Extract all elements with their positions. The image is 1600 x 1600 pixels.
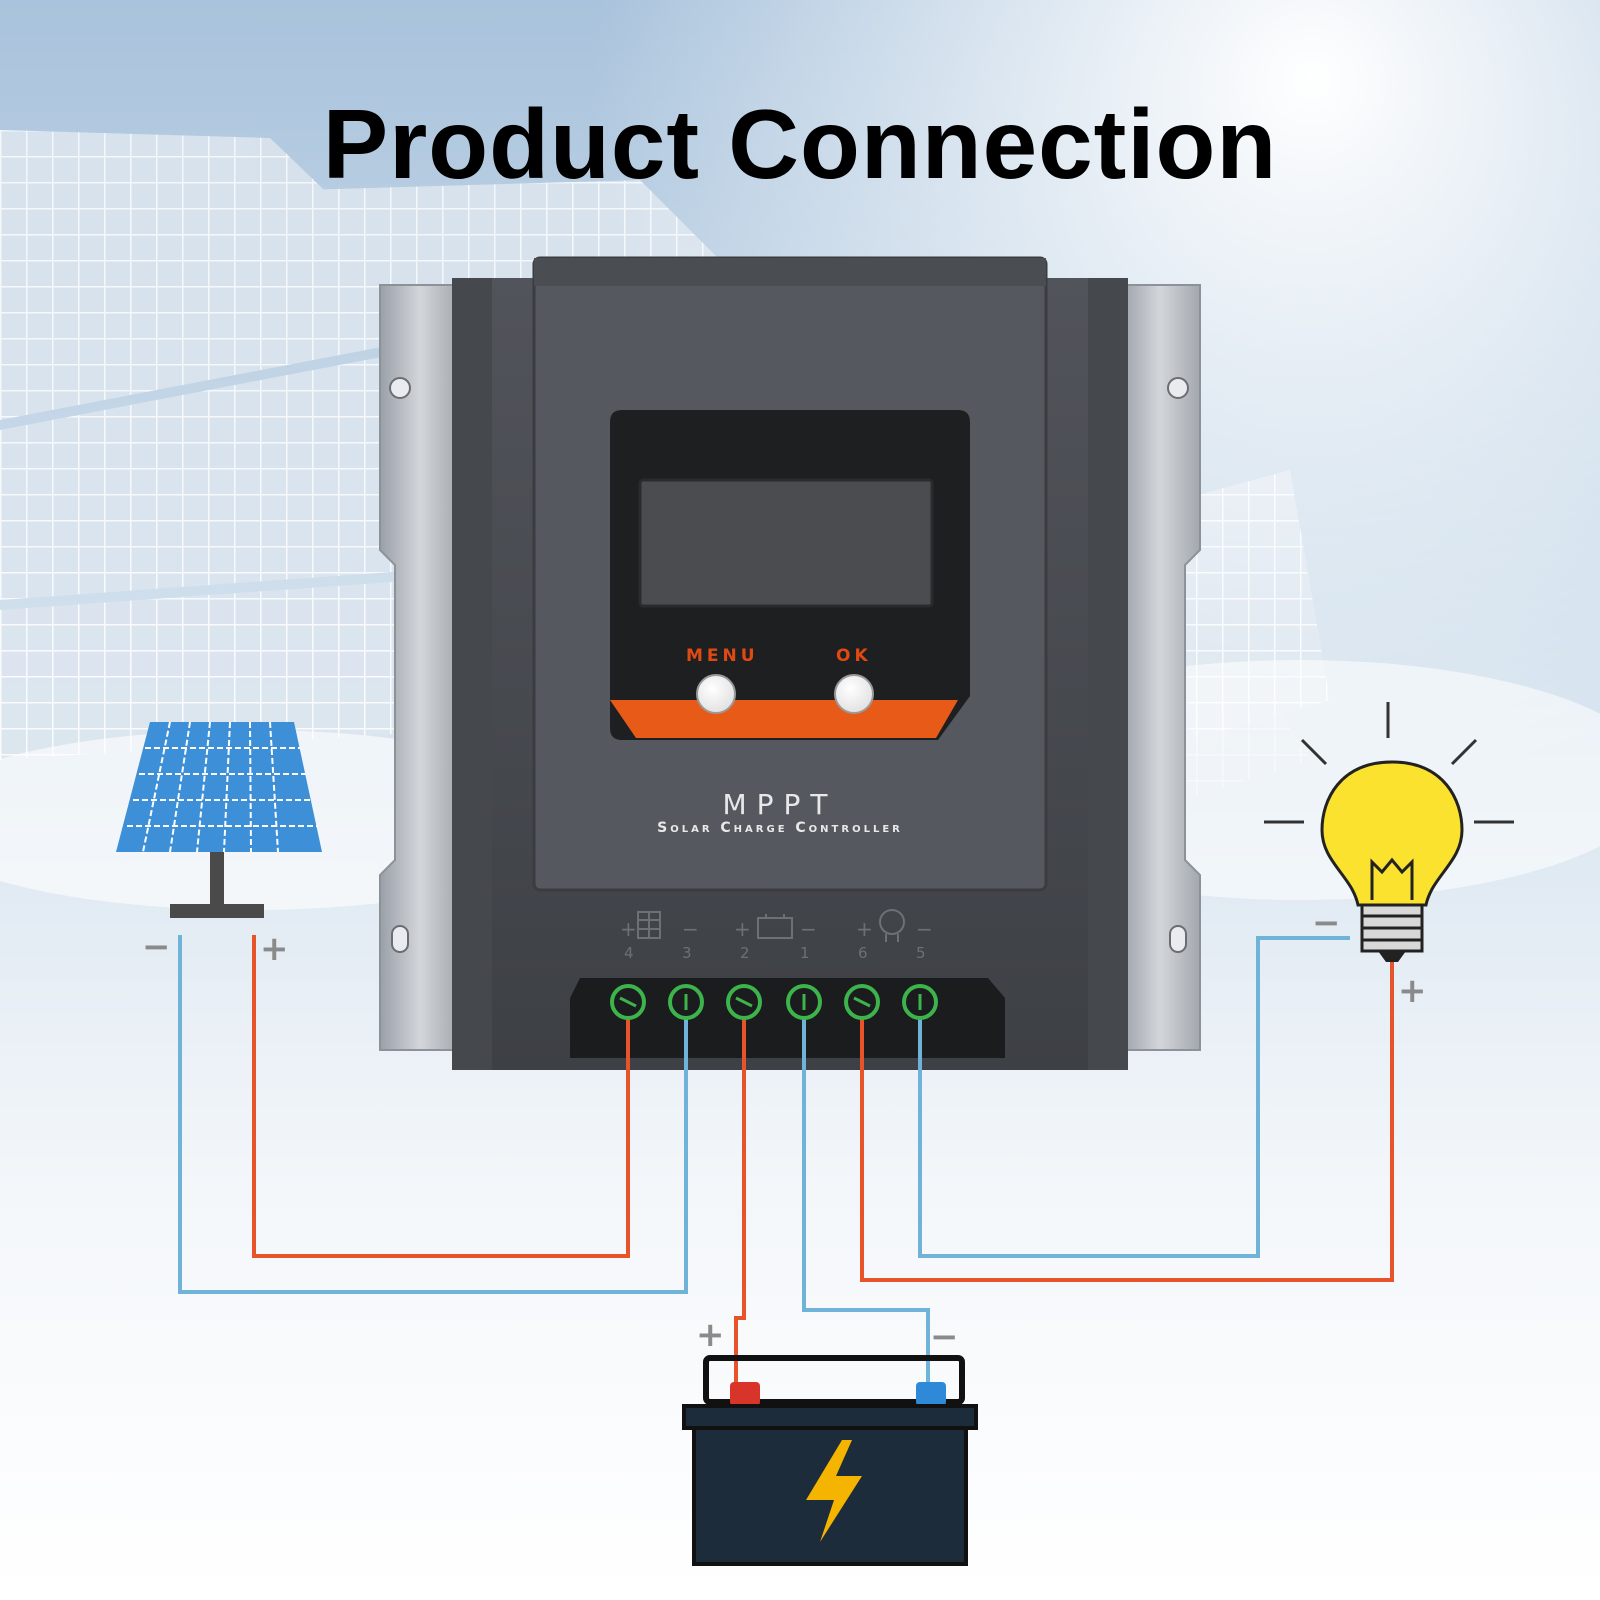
battery-icon — [682, 1355, 978, 1566]
terminal-markings — [637, 909, 905, 942]
svg-text:−: − — [916, 917, 933, 941]
terminal-number-5: 5 — [916, 944, 926, 962]
menu-label: MENU — [686, 646, 759, 666]
ok-label: OK — [836, 646, 872, 666]
ok-button[interactable] — [834, 674, 874, 714]
product-subtitle: Solar Charge Controller — [657, 820, 903, 836]
terminal-number-4: 4 — [624, 944, 634, 962]
terminal-number-3: 3 — [682, 944, 692, 962]
terminal-number-2: 2 — [740, 944, 750, 962]
svg-text:+: + — [856, 917, 873, 941]
light-bulb-icon — [1264, 702, 1514, 962]
svg-text:−: − — [800, 917, 817, 941]
lcd-screen — [638, 478, 934, 608]
terminal-number-1: 1 — [800, 944, 810, 962]
svg-text:+: + — [734, 917, 751, 941]
bulb-positive-sign: + — [1398, 971, 1427, 1011]
terminal-number-6: 6 — [858, 944, 868, 962]
panel-positive-sign: + — [260, 929, 289, 969]
right-mounting-rail — [1119, 284, 1201, 1051]
battery-negative-sign: − — [930, 1317, 959, 1357]
battery-positive-wire — [734, 1000, 746, 1390]
terminal-polarity-marks: + − + − + − — [620, 917, 933, 941]
battery-negative-wire — [802, 1000, 930, 1390]
panel-positive-wire — [252, 935, 630, 1258]
load-positive-wire — [860, 960, 1394, 1282]
svg-text:−: − — [682, 917, 699, 941]
brand-label: MPPT — [722, 788, 838, 821]
bulb-negative-sign: − — [1312, 903, 1341, 943]
svg-text:+: + — [620, 917, 637, 941]
panel-negative-sign: − — [142, 927, 171, 967]
panel-negative-wire — [178, 935, 688, 1294]
solar-panel-icon — [116, 721, 322, 918]
battery-positive-sign: + — [696, 1315, 725, 1355]
menu-button[interactable] — [696, 674, 736, 714]
orange-accent-strip — [610, 700, 958, 738]
page-title: Product Connection — [322, 89, 1278, 199]
load-negative-wire — [918, 936, 1350, 1258]
